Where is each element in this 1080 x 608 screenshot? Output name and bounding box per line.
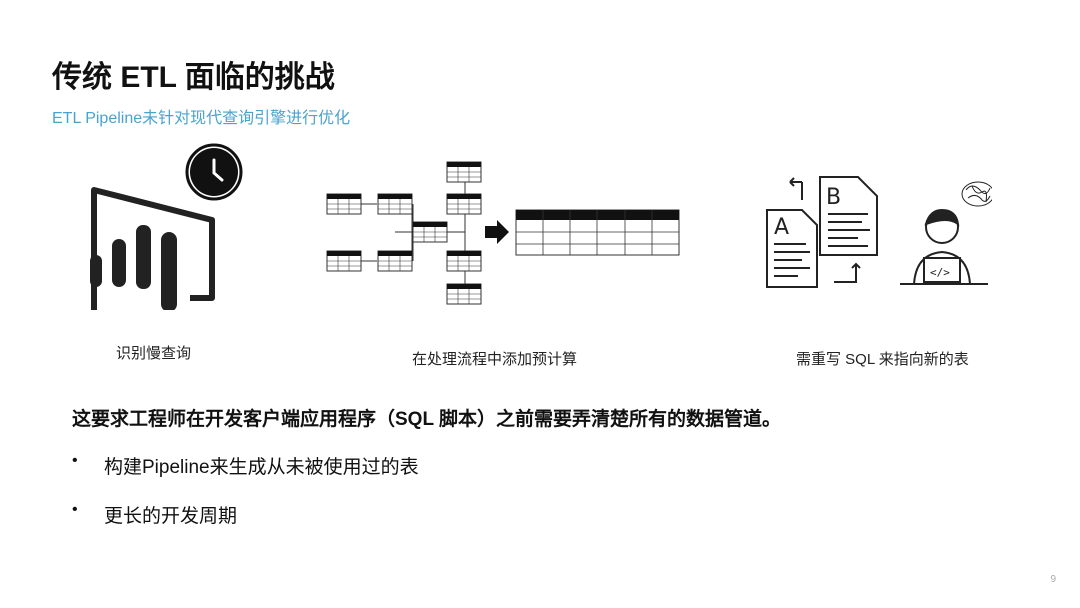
bullet-dot: • [72,501,78,518]
developer-documents-icon: A B </> [766,176,992,288]
list-item: • 更长的开发周期 [72,501,419,527]
svg-text:B: B [826,185,841,210]
slide-title: 传统 ETL 面临的挑战 [52,61,335,94]
bullet-dot: • [72,452,78,469]
figure-caption-slow-query: 识别慢查询 [116,345,192,362]
pipeline-tables-icon [326,161,680,305]
list-item: • 构建Pipeline来生成从未被使用过的表 [72,452,419,478]
page-number: 9 [1050,574,1056,585]
bullet-text: 构建Pipeline来生成从未被使用过的表 [104,457,419,478]
svg-text:A: A [774,215,789,240]
slide-subtitle: ETL Pipeline未针对现代查询引擎进行优化 [52,110,351,127]
key-statement: 这要求工程师在开发客户端应用程序（SQL 脚本）之前需要弄清楚所有的数据管道。 [72,409,781,430]
figure-caption-rewrite-sql: 需重写 SQL 来指向新的表 [796,351,969,368]
figure-caption-precompute: 在处理流程中添加预计算 [412,351,578,368]
svg-text:</>: </> [930,266,950,279]
bullet-text: 更长的开发周期 [104,506,238,527]
powerbi-clock-icon [90,143,243,310]
bullet-list: • 构建Pipeline来生成从未被使用过的表 • 更长的开发周期 [72,452,419,550]
